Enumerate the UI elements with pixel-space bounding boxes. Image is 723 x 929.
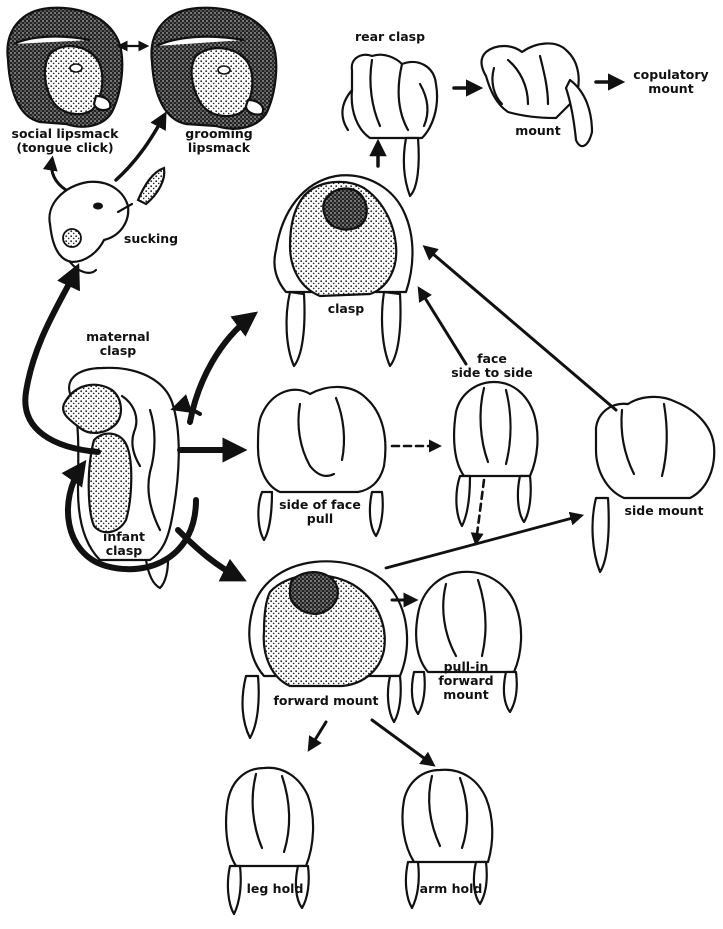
- label-social-lipsmack-line2: (tongue click): [4, 141, 126, 155]
- label-copulatory-mount: copulatory mount: [622, 68, 720, 96]
- label-side-mount-line1: side mount: [620, 504, 708, 518]
- label-mount: mount: [508, 124, 568, 138]
- label-copulatory-line2: mount: [622, 82, 720, 96]
- label-side-pull-line1: side of face: [266, 498, 374, 512]
- label-grooming-line2: lipsmack: [176, 141, 262, 155]
- label-leg-hold-line1: leg hold: [240, 882, 310, 896]
- grooming-lipsmack-figure: [151, 8, 276, 129]
- label-grooming-lipsmack: grooming lipsmack: [176, 127, 262, 155]
- label-social-lipsmack-line1: social lipsmack: [4, 127, 126, 141]
- label-rear-clasp-line1: rear clasp: [340, 30, 440, 44]
- label-pull-in-forward-mount: pull-in forward mount: [426, 660, 506, 702]
- label-pull-in-line2: forward: [426, 674, 506, 688]
- label-copulatory-line1: copulatory: [622, 68, 720, 82]
- label-social-lipsmack: social lipsmack (tongue click): [4, 127, 126, 155]
- arrow-forward-to-arm-hold: [372, 720, 432, 764]
- arrow-hook: [176, 407, 200, 414]
- label-maternal-line1: maternal: [78, 330, 158, 344]
- arrow-forward-to-side-mount: [386, 516, 580, 568]
- label-pull-in-line1: pull-in: [426, 660, 506, 674]
- label-side-pull-line2: pull: [266, 512, 374, 526]
- label-leg-hold: leg hold: [240, 882, 310, 896]
- label-maternal-clasp: maternal clasp: [78, 330, 158, 358]
- forward-mount-figure: [243, 561, 408, 738]
- label-arm-hold: arm hold: [416, 882, 486, 896]
- social-lipsmack-figure: [7, 8, 122, 127]
- arrow-face-side-to-pull-in: [476, 480, 484, 542]
- arrow-maternal-to-forward-mount: [178, 530, 240, 578]
- label-infant-line2: clasp: [92, 544, 156, 558]
- label-clasp: clasp: [316, 302, 376, 316]
- label-infant-clasp: infant clasp: [92, 530, 156, 558]
- arrow-side-mount-to-clasp: [426, 248, 616, 410]
- label-mount-line1: mount: [508, 124, 568, 138]
- label-forward-line1: forward mount: [266, 694, 386, 708]
- label-side-mount: side mount: [620, 504, 708, 518]
- face-side-to-side-figure: [454, 382, 537, 526]
- label-grooming-line1: grooming: [176, 127, 262, 141]
- label-face-side-to-side: face side to side: [440, 352, 544, 380]
- label-sucking-line1: sucking: [116, 232, 186, 246]
- side-mount-figure: [593, 397, 715, 572]
- label-pull-in-line3: mount: [426, 688, 506, 702]
- rear-clasp-figure: [342, 55, 437, 196]
- label-sucking: sucking: [116, 232, 186, 246]
- clasp-figure: [274, 175, 412, 366]
- arrow-sucking-to-social: [52, 160, 66, 190]
- label-rear-clasp: rear clasp: [340, 30, 440, 44]
- sucking-infant-figure: [49, 168, 164, 273]
- label-forward-mount: forward mount: [266, 694, 386, 708]
- label-infant-line1: infant: [92, 530, 156, 544]
- arrow-maternal-to-clasp: [190, 316, 252, 422]
- label-maternal-line2: clasp: [78, 344, 158, 358]
- label-face-line1: face: [440, 352, 544, 366]
- arrow-forward-to-leg-hold: [310, 722, 326, 748]
- label-clasp-line1: clasp: [316, 302, 376, 316]
- label-side-of-face-pull: side of face pull: [266, 498, 374, 526]
- label-arm-hold-line1: arm hold: [416, 882, 486, 896]
- label-face-line2: side to side: [440, 366, 544, 380]
